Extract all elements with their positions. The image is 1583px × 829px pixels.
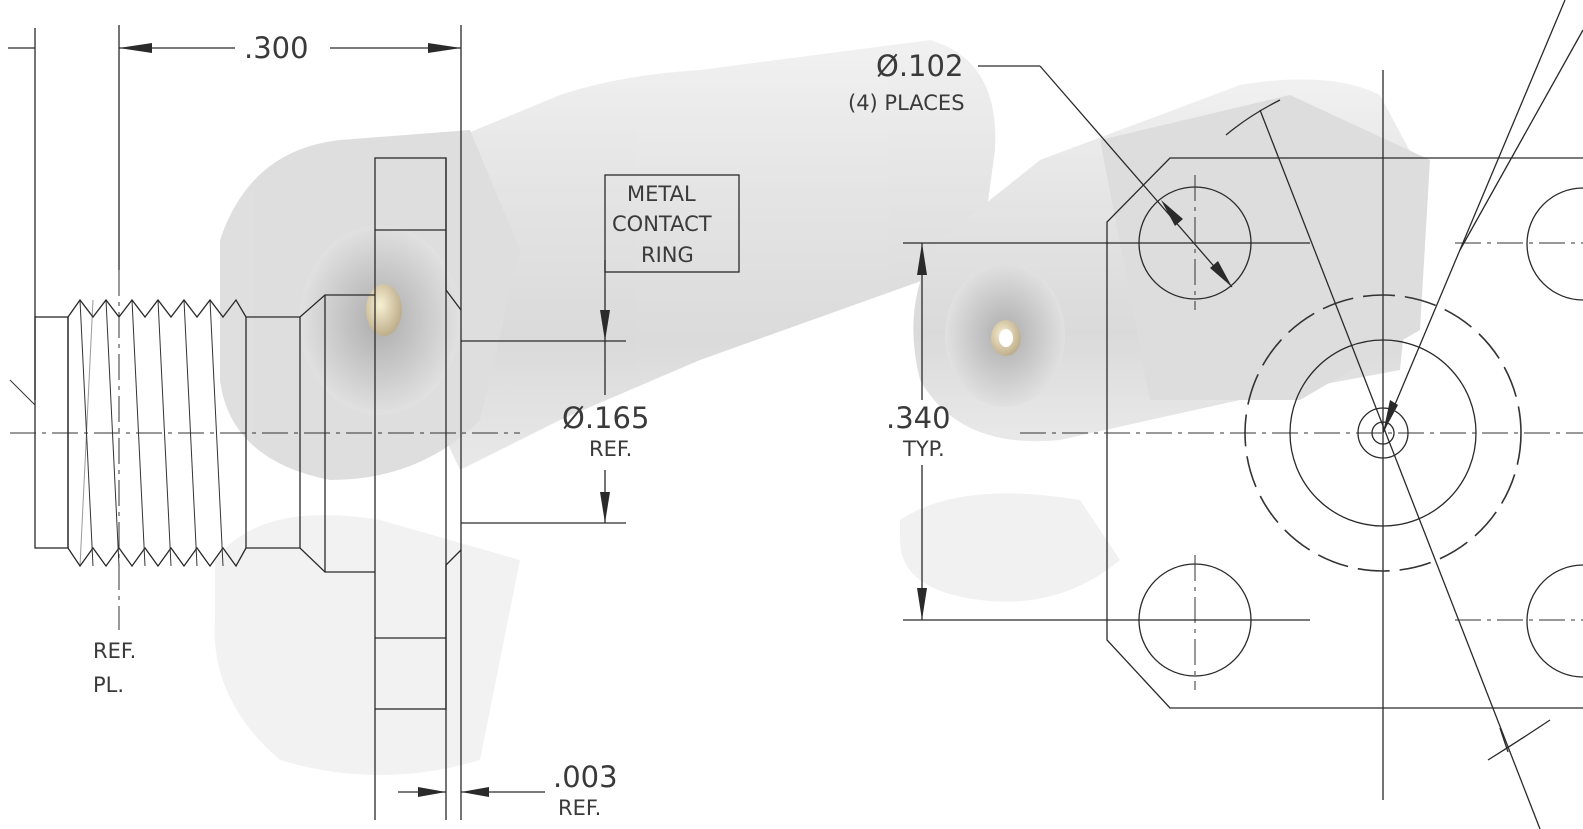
dielectric-circle bbox=[1357, 407, 1409, 459]
right-connector-reflection bbox=[900, 493, 1120, 602]
left-connector-pin bbox=[366, 284, 402, 336]
ref-pl-line-1: REF. bbox=[93, 639, 136, 663]
dim-300-label: .300 bbox=[244, 31, 309, 65]
dia-102-label: Ø.102 bbox=[876, 49, 963, 83]
ref-003-label: REF. bbox=[558, 796, 601, 820]
dia-165-label: Ø.165 bbox=[562, 401, 649, 435]
left-connector-body bbox=[330, 40, 996, 470]
callout-line-3: RING bbox=[641, 243, 694, 267]
mounting-hole-top-right bbox=[1526, 187, 1583, 301]
dashed-outer-circle bbox=[1244, 294, 1522, 572]
ref-pl-line-2: PL. bbox=[93, 673, 124, 697]
metal-contact-ring-callout bbox=[604, 174, 740, 273]
callout-line-1: METAL bbox=[627, 182, 696, 206]
places-4-label: (4) PLACES bbox=[848, 91, 965, 115]
typ-340-label: TYP. bbox=[902, 437, 945, 461]
contact-circle bbox=[1371, 421, 1395, 445]
flange-front-view: Ø.102 (4) PLACES .340 TYP. bbox=[848, 0, 1583, 829]
ref-165-label: REF. bbox=[589, 437, 632, 461]
callout-line-2: CONTACT bbox=[612, 212, 712, 236]
dim-340-label: .340 bbox=[886, 401, 951, 435]
side-profile-drawing: .300 bbox=[8, 25, 740, 820]
mounting-hole-bottom-right bbox=[1526, 564, 1583, 678]
connector-photo bbox=[214, 40, 1430, 775]
body-circle bbox=[1289, 339, 1477, 527]
left-connector-reflection bbox=[214, 515, 520, 775]
dim-003-label: .003 bbox=[553, 760, 618, 794]
right-connector-socket-hole bbox=[999, 329, 1013, 347]
right-connector-nut bbox=[1100, 95, 1430, 400]
